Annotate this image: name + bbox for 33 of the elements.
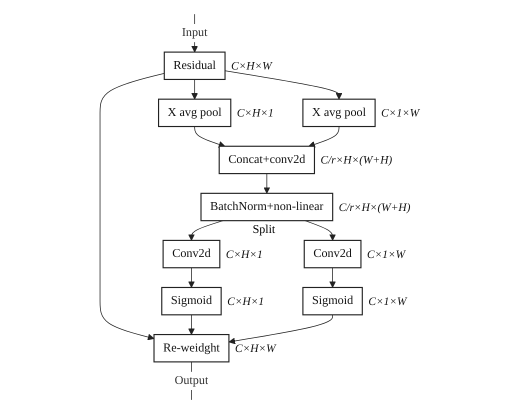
dimension-text: C/r×H×(W+H) xyxy=(338,202,410,214)
arrow xyxy=(188,314,195,335)
node-box: Residual xyxy=(163,52,226,80)
dimension-text: C×H×1 xyxy=(226,296,264,308)
arrow xyxy=(228,314,333,344)
node-box: X avg pool xyxy=(158,98,232,128)
dimension-text: C×1×W xyxy=(366,248,405,261)
arrow xyxy=(191,79,198,100)
arrow xyxy=(263,173,270,194)
node-box: Re-weidght xyxy=(153,334,230,362)
node-box: Sigmoid xyxy=(160,286,222,316)
arrow xyxy=(329,267,336,288)
node-box: BatchNorm+non-linear xyxy=(200,192,333,222)
dimension-text: C×1×W xyxy=(368,296,406,308)
note-text: Split xyxy=(252,222,276,237)
node-box: X avg pool xyxy=(302,98,376,128)
node-box: Sigmoid xyxy=(302,286,363,316)
dimension-text: C/r×H×(W+H) xyxy=(320,154,392,167)
node-box: Conv2d xyxy=(303,240,362,268)
edge-label: Input xyxy=(182,26,208,40)
arrow xyxy=(194,126,225,148)
dimension-text: C×H×1 xyxy=(226,248,262,261)
arrow xyxy=(308,126,340,148)
arrow xyxy=(99,72,164,340)
dimension-text: C×H×1 xyxy=(236,108,274,120)
dimension-text: C×1×W xyxy=(380,108,420,120)
arrow xyxy=(224,70,342,100)
node-box: Concat+conv2d xyxy=(218,146,315,174)
node-box: Conv2d xyxy=(162,240,220,268)
arrow xyxy=(188,267,195,288)
dimension-text: C×H×W xyxy=(230,60,272,73)
dimension-text: C×H×W xyxy=(234,343,276,356)
edge-label: Output xyxy=(174,374,208,387)
